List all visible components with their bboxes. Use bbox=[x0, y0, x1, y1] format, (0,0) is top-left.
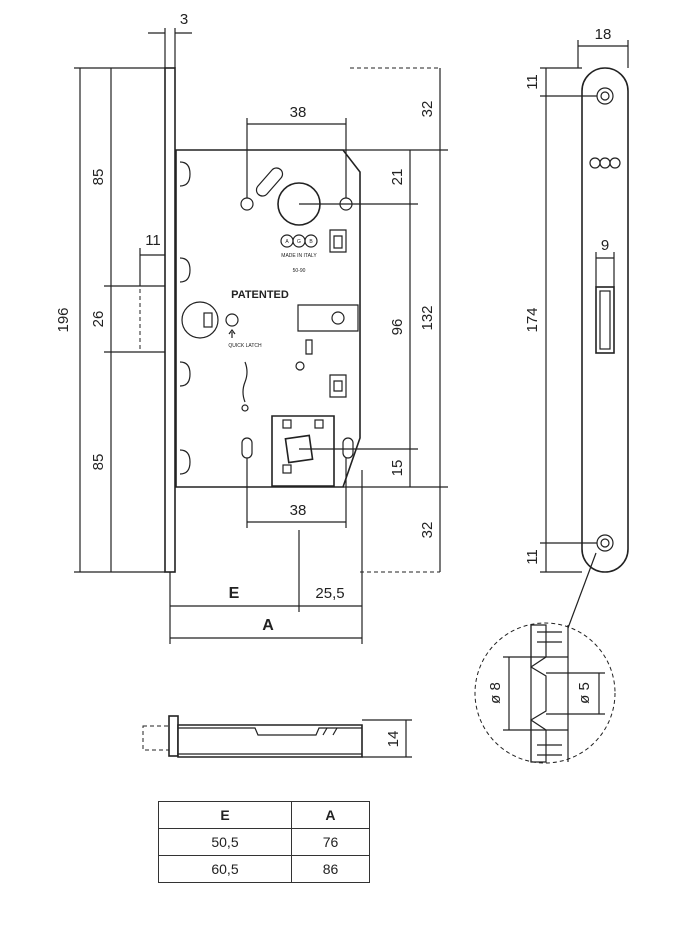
rivet bbox=[295, 361, 305, 371]
lug bbox=[179, 361, 191, 387]
bottom-slot-right bbox=[342, 437, 354, 459]
quick-latch-label: QUICK LATCH bbox=[228, 343, 262, 349]
latch-stem bbox=[305, 339, 313, 355]
dim-case-height: 132 bbox=[419, 305, 436, 330]
table-header-row: E A bbox=[158, 801, 371, 829]
lock-detail bbox=[314, 419, 324, 429]
section-bottom bbox=[530, 718, 547, 763]
arrow-icon bbox=[228, 329, 236, 338]
dim-lock-offset: 15 bbox=[389, 460, 406, 477]
lug bbox=[179, 257, 191, 283]
patented-label: PATENTED bbox=[231, 289, 289, 301]
dim-hole-spacing-top: 38 bbox=[290, 104, 307, 121]
slot bbox=[255, 167, 284, 197]
lock-detail bbox=[282, 419, 292, 429]
side-body bbox=[177, 724, 363, 758]
dim-top-to-handle: 85 bbox=[90, 169, 107, 186]
svg-text:B: B bbox=[309, 239, 313, 245]
latch-pin bbox=[331, 311, 345, 325]
dim-screw-bottom: 11 bbox=[524, 549, 541, 565]
svg-text:G: G bbox=[297, 239, 301, 245]
dim-plate-hole-span: 174 bbox=[524, 307, 541, 332]
model-label: 50-90 bbox=[293, 268, 306, 274]
dim-handle-offset: 21 bbox=[389, 169, 406, 186]
quick-latch-slot bbox=[203, 312, 213, 328]
brand-logo bbox=[589, 157, 621, 169]
dim-slot-width: 9 bbox=[601, 237, 609, 254]
lock-housing bbox=[271, 415, 335, 487]
dim-bottom-margin: 32 bbox=[419, 522, 436, 539]
side-faceplate bbox=[168, 715, 179, 757]
lock-detail bbox=[282, 464, 292, 474]
table-cell: 86 bbox=[290, 855, 371, 883]
dim-case-depth: A bbox=[262, 617, 274, 634]
table-cell: 76 bbox=[290, 828, 371, 856]
countersink-detail: ø 8 ø 5 bbox=[474, 622, 616, 764]
lower-block bbox=[329, 374, 347, 398]
table-cell: 50,5 bbox=[158, 828, 292, 856]
quick-latch-disc bbox=[181, 301, 219, 339]
side-view: 14 bbox=[142, 715, 412, 758]
quick-latch-pin bbox=[225, 313, 239, 327]
dim-hole-spacing-bottom: 38 bbox=[290, 502, 307, 519]
lock-square bbox=[284, 434, 314, 464]
table-row: 60,5 86 bbox=[158, 855, 371, 883]
section-top bbox=[530, 624, 547, 669]
dim-side-thickness: 14 bbox=[385, 731, 402, 748]
spec-table: E A 50,5 76 60,5 86 bbox=[158, 801, 371, 883]
dim-height-total: 196 bbox=[55, 307, 72, 332]
dim-countersink-outer: ø 8 bbox=[487, 682, 504, 704]
dim-faceplate-thickness: 3 bbox=[180, 11, 188, 28]
brand-logo: A G B bbox=[280, 234, 318, 248]
table-cell: 60,5 bbox=[158, 855, 292, 883]
table-row: 50,5 76 bbox=[158, 828, 371, 856]
faceplate-front bbox=[581, 67, 629, 573]
dim-faceplate-width: 18 bbox=[595, 26, 612, 43]
faceplate-view: 18 11 174 11 9 bbox=[524, 26, 629, 629]
lug bbox=[179, 449, 191, 475]
dim-backset: E bbox=[229, 585, 240, 602]
dim-top-margin: 32 bbox=[419, 101, 436, 118]
faceplate bbox=[164, 67, 176, 573]
dim-latch-zone: 26 bbox=[90, 311, 107, 328]
table-header-a: A bbox=[290, 801, 371, 829]
latch-plate bbox=[297, 304, 359, 332]
table-header-e: E bbox=[158, 801, 292, 829]
front-view: A G B MADE IN ITALY 50-90 PATENTED QUICK… bbox=[139, 67, 361, 573]
front-dimensions: 3 196 85 26 85 11 38 32 21 96 bbox=[55, 11, 448, 644]
latch-block bbox=[329, 229, 347, 253]
dim-screw-top: 11 bbox=[524, 74, 541, 90]
side-latch-outline bbox=[142, 725, 170, 751]
dim-side-offset: 25,5 bbox=[315, 585, 344, 602]
latch-slot bbox=[595, 286, 615, 354]
detail-leader bbox=[567, 552, 597, 629]
dim-handle-to-lock: 96 bbox=[389, 319, 406, 336]
spring bbox=[242, 361, 248, 403]
dim-latch-offset: 11 bbox=[145, 232, 161, 249]
dim-countersink-inner: ø 5 bbox=[576, 682, 593, 704]
made-in-label: MADE IN ITALY bbox=[281, 253, 317, 259]
dim-bottom-from-latch: 85 bbox=[90, 454, 107, 471]
rivet bbox=[241, 404, 249, 412]
svg-text:A: A bbox=[285, 239, 289, 245]
lug bbox=[179, 161, 191, 187]
detail-circle bbox=[474, 622, 616, 764]
latch-outline bbox=[139, 285, 166, 353]
